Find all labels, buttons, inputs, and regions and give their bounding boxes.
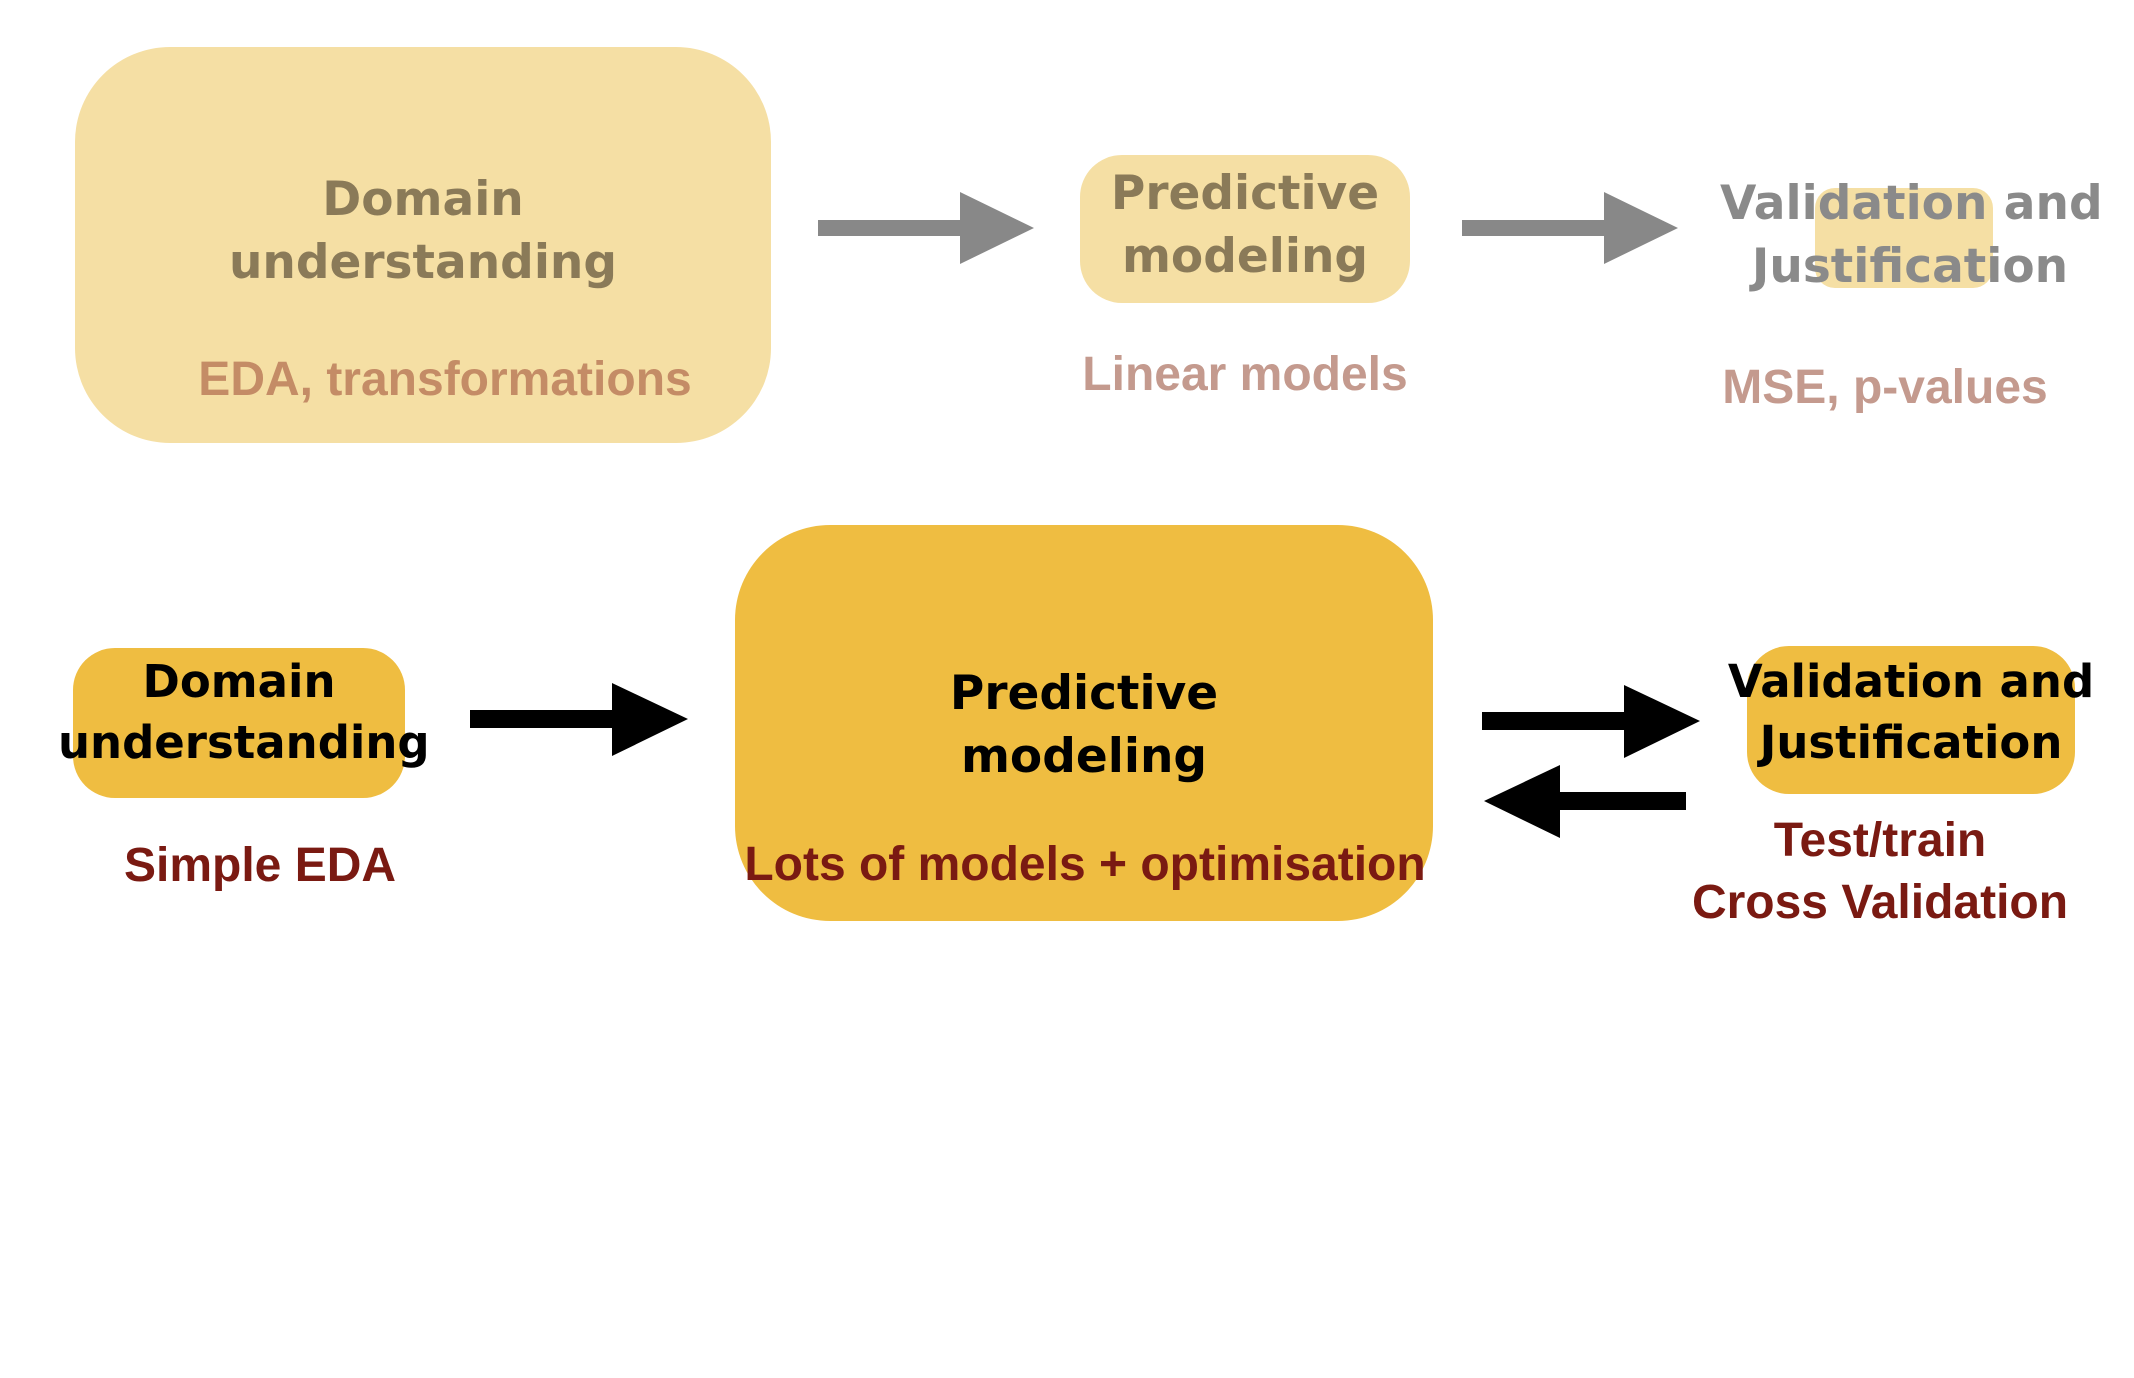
top-domain-box [75,47,771,443]
bottom-arrow-1 [470,683,688,756]
bottom-domain-box [73,648,405,798]
bottom-arrow-forward [1482,685,1700,758]
bottom-predictive-title: Predictive modeling [735,662,1433,789]
bottom-validation-box [1747,646,2075,794]
bottom-predictive-title-line2: modeling [960,729,1208,785]
top-domain-title-line1: Domain [322,172,524,227]
bottom-domain-title-line2: understanding [58,715,430,769]
top-arrow-2 [1462,192,1678,264]
bottom-predictive-box [735,525,1433,921]
bottom-domain-caption: Simple EDA [123,839,397,892]
top-predictive-title: Predictive modeling [1065,162,1425,289]
bottom-validation-caption-line2: Cross Validation [1691,876,2069,930]
bottom-arrow-back [1484,765,1686,838]
bottom-validation-title-line1: Validation and [1727,655,2095,708]
bottom-validation-title: Validation and Justification [1722,652,2100,774]
bottom-predictive-title-line1: Predictive [949,666,1219,721]
top-validation-box [1815,188,1993,288]
bottom-validation-title-line2: Justification [1759,715,2063,769]
bottom-validation-caption: Test/train Cross Validation [1660,810,2100,935]
top-predictive-title-line1: Predictive [1110,166,1380,221]
top-domain-title: Domain understanding [75,168,771,295]
bottom-validation-caption-line1: Test/train [1773,814,1987,867]
top-predictive-box [1080,155,1410,303]
top-validation-title-line1: Validation and [1720,176,2103,231]
top-arrow-1 [818,192,1034,264]
top-validation-title: Validation and Justification [1720,172,2103,299]
bottom-domain-title: Domain understanding [58,652,430,774]
top-validation-caption: MSE, p-values [1722,361,2048,414]
bottom-domain-title-line1: Domain [142,655,336,708]
top-validation-title-line2: Justification [1751,239,2069,295]
top-predictive-caption: Linear models [1082,348,1408,401]
top-domain-title-line2: understanding [228,235,618,291]
bottom-predictive-caption: Lots of models + optimisation [744,838,1426,891]
top-domain-caption: EDA, transformations [198,353,692,406]
top-predictive-title-line2: modeling [1121,229,1369,285]
